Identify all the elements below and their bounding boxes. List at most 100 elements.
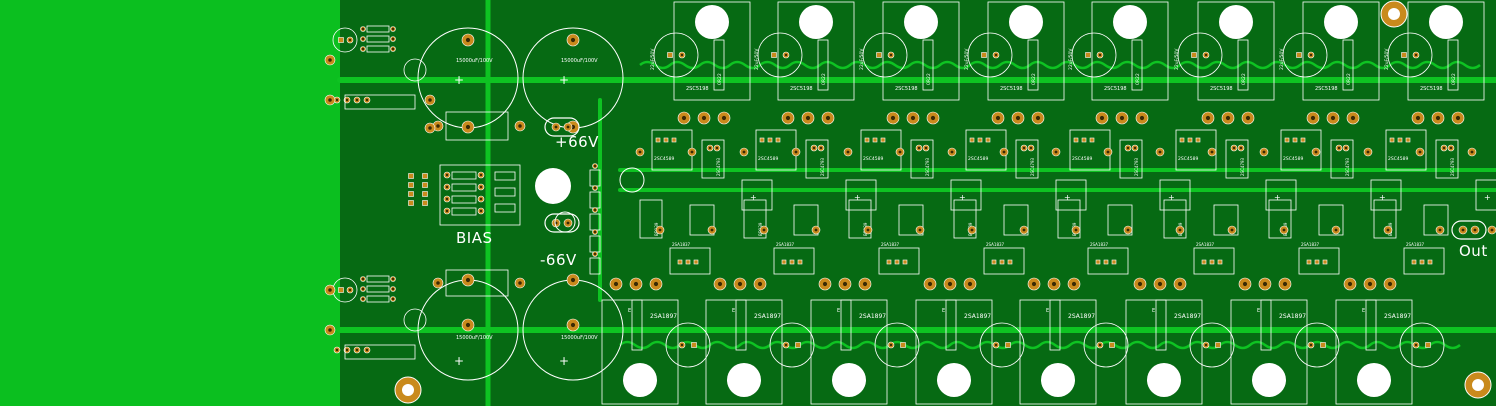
driver-block <box>669 247 711 275</box>
pad-hole <box>345 98 349 102</box>
driver-pad <box>1217 259 1223 265</box>
pad-hole <box>1330 115 1336 121</box>
pad-hole <box>391 37 395 41</box>
pad-hole <box>1106 150 1110 154</box>
pad-hole <box>1435 115 1441 121</box>
pad-hole <box>1158 150 1162 154</box>
polarity-mark: + <box>454 354 464 368</box>
driver-pad <box>1103 259 1109 265</box>
driver-pad <box>1209 259 1215 265</box>
pad-hole <box>1282 228 1286 232</box>
pad-hole <box>355 348 359 352</box>
upper-input-transistor <box>403 58 427 82</box>
pad-hole <box>710 228 714 232</box>
lower-input-resistor <box>366 285 390 293</box>
vertical-part <box>805 139 829 179</box>
pad-hole <box>465 277 471 283</box>
pad-hole <box>701 115 707 121</box>
pad-hole <box>1071 281 1077 287</box>
bias-component-outline <box>439 164 521 226</box>
pad-hole <box>479 173 483 177</box>
pad-hole <box>570 322 576 328</box>
pad-hole <box>1204 343 1208 347</box>
driver-label: 2SC4589 <box>968 156 988 162</box>
pad-hole <box>479 197 483 201</box>
upper-part-label: 2SC5198 <box>1000 86 1023 92</box>
driver-block <box>1403 247 1445 275</box>
upper-bypass-capacitor <box>757 32 803 78</box>
emitter-label: 0R22 <box>1241 73 1247 85</box>
upper-part-label: 2SC5198 <box>1315 86 1338 92</box>
pad-hole <box>335 98 339 102</box>
vertical-part <box>910 139 934 179</box>
upper-transistor-hole <box>799 5 833 39</box>
mid-capacitor <box>1159 179 1191 211</box>
pad-hole <box>721 115 727 121</box>
pad-hole <box>566 221 570 225</box>
vertical-resistor <box>589 257 601 275</box>
vertical-part <box>639 199 663 239</box>
pad-hole <box>361 47 365 51</box>
upper-part-label: 2SC5198 <box>1420 86 1443 92</box>
pad-hole <box>1133 146 1137 150</box>
upper-input-resistor <box>366 45 390 53</box>
upper-transistor-outline <box>987 1 1065 101</box>
driver-pnp-label: 2SA1837 <box>776 242 795 247</box>
pad-hole <box>742 150 746 154</box>
emitter-resistor <box>840 299 852 351</box>
driver-label: 2SC4589 <box>1072 156 1092 162</box>
polarity-mark: + <box>559 73 569 87</box>
pad-hole <box>1126 228 1130 232</box>
pad-hole <box>890 115 896 121</box>
lower-bypass-capacitor <box>979 322 1025 368</box>
lower-input-resistor <box>366 295 390 303</box>
pad-hole <box>1282 281 1288 287</box>
pad-hole <box>1157 281 1163 287</box>
driver-npn-label: 2SC4793 <box>716 157 721 176</box>
capacitor-label: 15000uF/100V <box>561 335 598 341</box>
pad-hole <box>1022 228 1026 232</box>
pad-hole <box>361 277 365 281</box>
driver-pad <box>872 137 878 143</box>
pad-hole <box>822 281 828 287</box>
pad-hole <box>335 348 339 352</box>
pad-hole <box>1119 115 1125 121</box>
pad-hole <box>757 281 763 287</box>
polarity-mark: + <box>559 354 569 368</box>
pad-hole <box>1239 146 1243 150</box>
driver-pad <box>1322 259 1328 265</box>
pad-hole <box>1210 150 1214 154</box>
pad-hole <box>391 277 395 281</box>
pad-hole <box>1414 53 1418 57</box>
pad-hole <box>593 230 597 234</box>
upper-transistor-outline <box>1091 1 1169 101</box>
emitter-mark: E <box>837 308 840 314</box>
capacitor-label: 15000uF/100V <box>456 335 493 341</box>
pad-hole <box>391 27 395 31</box>
pad-hole <box>680 343 684 347</box>
pad-hole <box>690 150 694 154</box>
lower-part-label: 2SA1897 <box>754 313 781 320</box>
pad-hole <box>1337 146 1341 150</box>
bias-resistor <box>494 203 516 213</box>
driver-pad <box>1089 137 1095 143</box>
pad-hole <box>465 322 471 328</box>
driver-block <box>1298 247 1340 275</box>
polarity-mark: + <box>1168 193 1175 202</box>
mounting-hole-center <box>1472 379 1484 391</box>
upper-transistor-hole <box>695 5 729 39</box>
driver-pad <box>886 259 892 265</box>
lower-part-label: 2SA1897 <box>859 313 886 320</box>
pad-hole <box>1098 53 1102 57</box>
pad-hole <box>715 146 719 150</box>
emitter-resistor <box>1027 39 1039 91</box>
pad-hole <box>950 150 954 154</box>
driver-pad <box>663 137 669 143</box>
vertical-part <box>848 199 872 239</box>
square-pad <box>900 342 906 348</box>
pad-hole <box>889 343 893 347</box>
lower-bypass-capacitor <box>1294 322 1340 368</box>
emitter-resistor <box>817 39 829 91</box>
minus-66v-label: -66V <box>540 251 577 269</box>
